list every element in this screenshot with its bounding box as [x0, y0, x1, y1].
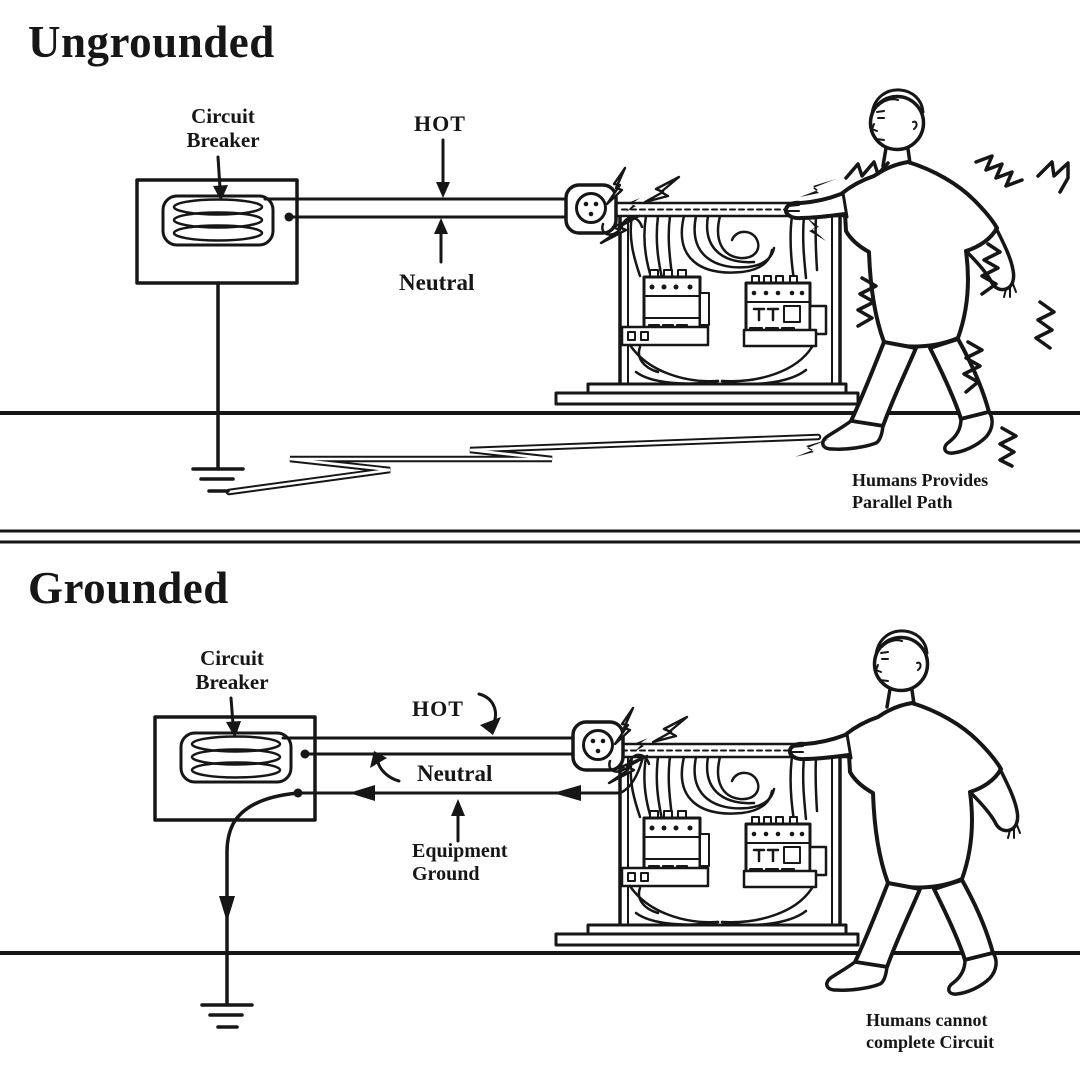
electrical-panel-icon — [554, 742, 860, 947]
shock-squiggles — [844, 154, 1070, 468]
current-direction-arrow — [349, 785, 375, 801]
circuit-breaker-label: Circuit Breaker — [186, 104, 260, 153]
panel-ground-connection — [618, 755, 645, 795]
neutral-arrow — [434, 218, 448, 264]
ungrounded-caption: Humans Provides Parallel Path — [852, 470, 989, 512]
neutral-label: Neutral — [417, 761, 493, 786]
hot-curved-arrow — [477, 692, 501, 735]
section-title-grounded: Grounded — [28, 563, 229, 613]
circuit-breaker-label: Circuit Breaker — [195, 646, 269, 695]
circuit-breaker-arrow — [226, 696, 241, 738]
wire-junction-dot — [293, 788, 303, 798]
neutral-curved-arrow — [370, 751, 401, 783]
wire-junction-dot — [300, 749, 310, 759]
hot-arrow — [436, 138, 450, 198]
hot-label: HOT — [414, 111, 466, 136]
equipment-ground-label: Equipment Ground — [412, 840, 508, 886]
section-divider — [0, 529, 1080, 544]
wire-junction-dot — [284, 212, 294, 222]
equipment-ground-down-wire — [225, 791, 300, 1006]
floor-lightning-bolt-icon — [225, 433, 822, 496]
current-direction-arrow — [553, 785, 581, 801]
equipment-ground-arrow — [451, 799, 465, 843]
grounded-caption: Humans cannot complete Circuit — [866, 1010, 995, 1052]
ground-current-arrow — [219, 896, 235, 922]
circuit-breaker-arrow — [213, 155, 228, 201]
ungrounded-section — [0, 87, 1080, 496]
neutral-label: Neutral — [399, 270, 475, 295]
hand-shock-bolt-icon — [800, 179, 836, 197]
section-title-ungrounded: Ungrounded — [28, 17, 275, 67]
circuit-breaker-icon — [135, 178, 299, 285]
grounded-section — [0, 628, 1080, 1029]
hot-label: HOT — [412, 696, 464, 721]
